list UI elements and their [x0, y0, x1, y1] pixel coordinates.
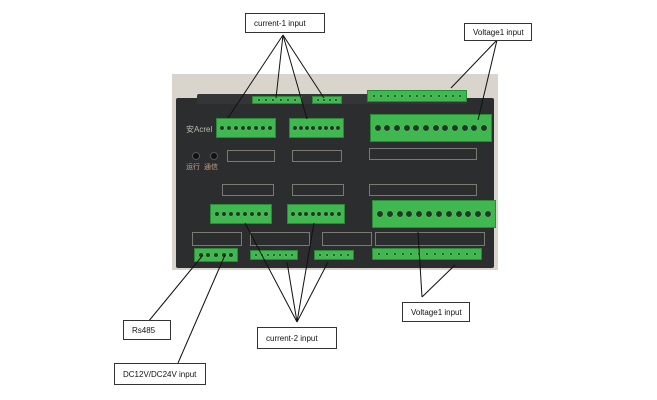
terminal-current-1a	[216, 118, 276, 138]
terminal-current-2a	[210, 204, 272, 224]
run-label: 运行	[186, 164, 200, 171]
leader-line	[282, 34, 325, 99]
device-photo: 安Acrel 运行 通信	[172, 74, 498, 270]
terminal-bottom-rear-2	[314, 250, 354, 260]
label-plate	[292, 150, 342, 162]
run-led	[192, 152, 200, 160]
leader-line	[282, 34, 308, 120]
terminal-voltage1-top	[370, 114, 492, 142]
label-plate	[369, 184, 477, 196]
callout-current-2: current-2 input	[257, 327, 337, 349]
label-plate	[369, 148, 477, 160]
leader-line	[417, 231, 423, 298]
callout-voltage1-top: Voltage1 input	[464, 23, 532, 41]
callout-current-1: current-1 input	[245, 13, 325, 33]
comm-label: 通信	[204, 164, 218, 171]
terminal-top-rear-voltage	[367, 90, 467, 102]
label-plate	[292, 184, 344, 196]
leader-line	[477, 39, 498, 121]
leader-line	[296, 222, 315, 323]
leader-line	[296, 261, 329, 323]
leader-line	[450, 39, 498, 89]
terminal-current-1b	[289, 118, 344, 138]
leader-line	[286, 261, 298, 323]
leader-line	[147, 254, 204, 323]
label-plate	[375, 232, 485, 246]
terminal-bottom-rear-voltage	[372, 248, 482, 260]
terminal-top-rear-1	[252, 96, 302, 104]
terminal-top-rear-2	[312, 96, 342, 104]
label-plate	[222, 184, 274, 196]
callout-rs485: Rs485	[123, 320, 171, 340]
leader-line	[227, 34, 284, 119]
comm-led	[210, 152, 218, 160]
callout-dc-power: DC12V/DC24V input	[114, 363, 206, 385]
brand-text: 安Acrel	[186, 125, 213, 134]
terminal-rs485-power	[194, 248, 238, 262]
terminal-current-2b	[287, 204, 345, 224]
label-plate	[322, 232, 372, 246]
label-plate	[250, 232, 310, 246]
label-plate	[192, 232, 242, 246]
leader-line	[421, 264, 456, 298]
leader-line	[244, 222, 298, 323]
terminal-voltage1-bottom	[372, 200, 496, 228]
label-plate	[227, 150, 275, 162]
leader-line	[177, 254, 226, 364]
callout-voltage1-bottom: Voltage1 input	[402, 302, 470, 322]
leader-line	[275, 34, 284, 99]
